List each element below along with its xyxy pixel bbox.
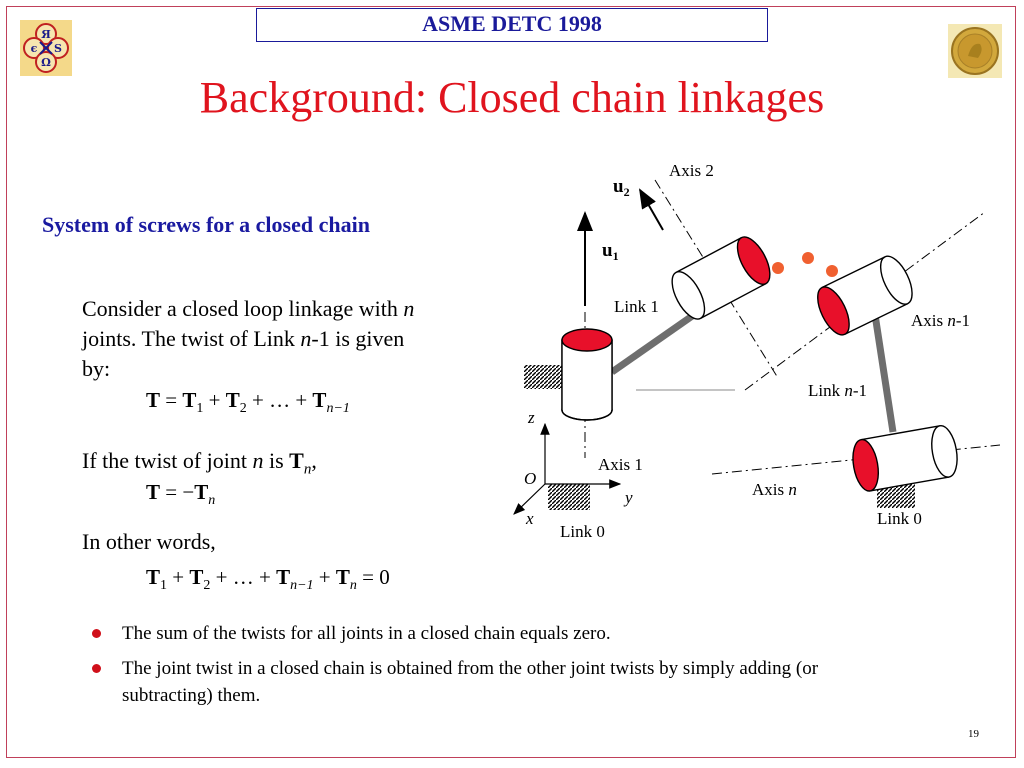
axis-n-label: Axis n xyxy=(752,480,797,499)
svg-text:Ω: Ω xyxy=(41,56,51,69)
list-item: The joint twist in a closed chain is obt… xyxy=(92,655,892,709)
in-other-words-text: In other words, xyxy=(82,529,216,554)
u2-label: u2 xyxy=(613,176,630,199)
intro-paragraph: Consider a closed loop linkage with n jo… xyxy=(82,296,415,381)
joint-2-cylinder xyxy=(671,236,771,320)
continuation-dots xyxy=(772,252,838,277)
slide-title: Background: Closed chain linkages xyxy=(199,73,825,122)
equation-sum-zero: T1 + T2 + … + Tn−1 + Tn = 0 xyxy=(146,565,390,594)
axis-1-label: Axis 1 xyxy=(598,455,643,474)
ground-hatch-bottom xyxy=(548,484,590,510)
link-0-left-label: Link 0 xyxy=(560,522,605,541)
svg-text:Я: Я xyxy=(41,28,51,41)
ground-hatch-left xyxy=(524,365,562,389)
origin-label: O xyxy=(524,469,536,488)
bullet-icon xyxy=(92,664,101,673)
u2-arrow xyxy=(639,188,664,231)
svg-text:S: S xyxy=(54,42,62,55)
link-0-right-label: Link 0 xyxy=(877,509,922,528)
equation-negative-twist: T = −Tn xyxy=(146,480,216,509)
joint-twist-paragraph: If the twist of joint n is Tn, xyxy=(82,448,317,478)
u1-label: u1 xyxy=(602,240,619,263)
list-item: The sum of the twists for all joints in … xyxy=(92,620,892,647)
z-axis-label: z xyxy=(527,408,535,427)
joint-n-cylinder xyxy=(852,425,958,492)
gold-medal-icon xyxy=(948,24,1002,78)
x-axis-label: x xyxy=(525,509,534,528)
link-n-minus-1-label: Link n-1 xyxy=(808,381,867,400)
bullet-list: The sum of the twists for all joints in … xyxy=(92,620,892,717)
link-1-label: Link 1 xyxy=(614,297,659,316)
section-heading: System of screws for a closed chain xyxy=(42,212,370,237)
equation-link-twist: T = T1 + T2 + … + Tn−1 xyxy=(146,388,350,417)
svg-text:є: є xyxy=(31,42,38,55)
axis-n-minus-1-label: Axis n-1 xyxy=(911,311,970,330)
coordinate-frame xyxy=(513,422,622,515)
slide-frame xyxy=(6,6,1016,758)
conference-banner: ASME DETC 1998 xyxy=(256,8,768,42)
page-number: 19 xyxy=(968,728,979,740)
bullet-icon xyxy=(92,629,101,638)
y-axis-label: y xyxy=(623,488,633,507)
joint-1-cylinder xyxy=(561,328,613,421)
asme-emblem-icon: Я є S Ω xyxy=(20,20,72,76)
joint-n-minus-1-cylinder xyxy=(817,255,913,336)
axis-2-label: Axis 2 xyxy=(669,161,714,180)
